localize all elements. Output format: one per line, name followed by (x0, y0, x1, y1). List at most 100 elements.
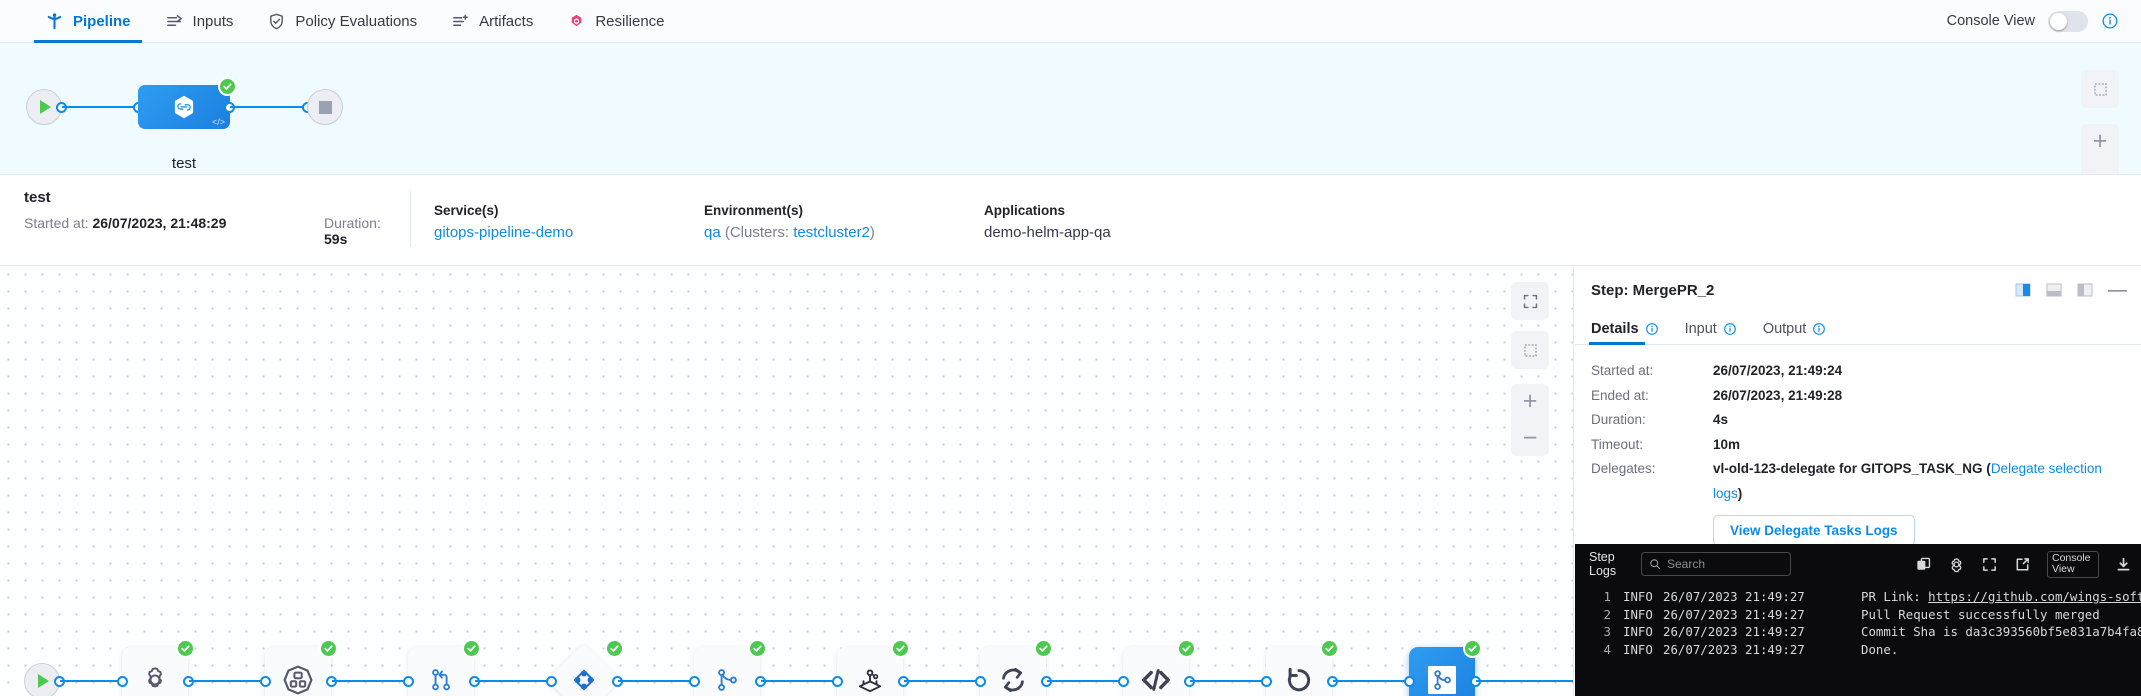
tab-input[interactable]: Input (1685, 321, 1737, 344)
stage-start-node[interactable] (24, 663, 60, 696)
clusters-suffix: ) (869, 224, 875, 241)
info-icon[interactable] (2101, 12, 2119, 30)
tab-output-label: Output (1762, 321, 1807, 337)
zoom-in-button[interactable]: + (2092, 127, 2108, 155)
merge-pr-icon (1428, 666, 1456, 694)
status-badge-success (748, 639, 767, 658)
open-external-icon[interactable] (2014, 556, 2031, 573)
minimize-icon[interactable]: — (2108, 279, 2127, 301)
connector-line (60, 680, 122, 682)
status-badge-success (1177, 639, 1196, 658)
console-view-label: Console View (1946, 13, 2035, 29)
log-line-message: Done. (1861, 641, 1899, 657)
connector-dot (117, 675, 128, 687)
stage-node-test[interactable]: </> (138, 85, 230, 129)
detail-key: Started at: (1591, 363, 1654, 378)
tab-artifacts-label: Artifacts (479, 12, 534, 30)
fit-to-screen-icon (1523, 343, 1537, 357)
panel-bottom-icon[interactable] (2046, 282, 2062, 298)
step-node-mergepr-2[interactable]: </> (1409, 647, 1475, 696)
fit-to-screen-icon (2093, 82, 2107, 96)
environment-head: Environment(s) (704, 203, 804, 218)
artifacts-icon (451, 12, 470, 31)
step-node-merge-pr[interactable]: </> (694, 647, 760, 696)
delegate-selection-logs-link[interactable]: Delegate selection logs (1713, 461, 2102, 501)
cluster-link[interactable]: testcluster2 (793, 224, 870, 241)
zoom-out-button[interactable]: − (1522, 424, 1538, 452)
log-line-level: INFO (1623, 624, 1653, 639)
log-console-view-chip[interactable]: Console View (2047, 550, 2099, 578)
log-link[interactable]: https://github.com/wings-softw (1928, 589, 2141, 604)
environment-link[interactable]: qa (704, 224, 721, 241)
pipeline-end-node[interactable] (307, 89, 343, 125)
zoom-in-button[interactable]: + (1522, 387, 1538, 415)
execution-name: test (24, 189, 51, 206)
step-logs-header: Step Logs (1575, 544, 2141, 584)
detail-row-timeout: Timeout: 10m (1591, 433, 2125, 458)
detail-row-delegates: Delegates: vl-old-123-delegate for GITOP… (1591, 457, 2125, 506)
detail-value: 26/07/2023, 21:49:24 (1713, 363, 1843, 378)
log-search-box[interactable] (1641, 552, 1791, 576)
zoom-out-button[interactable]: − (2093, 166, 2108, 175)
connector-line (230, 106, 307, 108)
stage-label: test (171, 155, 197, 172)
step-node-harness-approval[interactable] (547, 643, 621, 696)
log-search-input[interactable] (1667, 557, 1777, 571)
service-link[interactable]: gitops-pipeline-demo (434, 224, 574, 241)
status-badge-success (891, 639, 910, 658)
tab-pipeline[interactable]: Pipeline (28, 0, 148, 43)
detail-value: 26/07/2023, 21:49:28 (1713, 387, 1843, 403)
panel-right-icon[interactable] (2015, 282, 2031, 298)
step-node-sync[interactable]: </> (980, 647, 1046, 696)
log-line-level: INFO (1623, 589, 1653, 604)
log-line-timestamp: 26/07/2023 21:49:27 (1663, 641, 1805, 657)
tab-resilience[interactable]: Resilience (550, 0, 681, 43)
expand-icon[interactable] (1981, 556, 1998, 573)
tab-inputs[interactable]: Inputs (148, 0, 251, 43)
step-node-revertpr-1[interactable]: </> (1266, 647, 1332, 696)
step-node-gitopsclusters[interactable]: </> (265, 647, 331, 696)
tab-details-label: Details (1591, 321, 1639, 337)
step-node-fetch-linked-apps[interactable]: </> (837, 647, 903, 696)
tab-artifacts[interactable]: Artifacts (434, 0, 550, 43)
step-panel-header: Step: MergePR_2 — (1575, 266, 2141, 314)
console-view-toggle[interactable] (2048, 10, 2088, 32)
step-node-service[interactable]: </> (122, 647, 188, 696)
step-node-shellscript-1[interactable]: </> (1123, 647, 1189, 696)
connector-line (1333, 680, 1410, 682)
tab-policy-evaluations[interactable]: Policy Evaluations (250, 0, 434, 43)
info-icon[interactable] (1723, 322, 1737, 336)
copy-icon[interactable] (1915, 556, 1932, 573)
resilience-icon (567, 12, 586, 31)
tab-details[interactable]: Details (1589, 321, 1659, 345)
status-badge-success (462, 639, 481, 658)
download-icon[interactable] (2115, 556, 2132, 573)
delegates-suffix: ) (1737, 485, 1743, 501)
connector-line (1476, 680, 1573, 682)
log-line: 4 INFO 26/07/2023 21:49:27 Done. (1575, 641, 2141, 659)
connector-dot (975, 675, 986, 687)
log-lines: 1 INFO 26/07/2023 21:49:27 PR Link: http… (1575, 584, 2141, 658)
info-icon[interactable] (1812, 322, 1826, 336)
tab-output[interactable]: Output (1763, 321, 1827, 344)
status-badge-success (218, 77, 237, 96)
connector-line (189, 680, 266, 682)
log-line-number: 1 (1603, 589, 1611, 604)
gear-icon[interactable] (1948, 556, 1965, 573)
canvas-zoom-controls[interactable]: + − (1511, 384, 1549, 456)
update-repo-icon (432, 669, 450, 691)
fetch-apps-icon (858, 669, 882, 693)
overview-fit-button[interactable] (2081, 70, 2119, 108)
connector-dot (546, 675, 557, 687)
log-message-text: PR Link: (1861, 589, 1929, 604)
canvas-fullscreen-button[interactable] (1511, 282, 1549, 320)
canvas-fit-button[interactable] (1511, 331, 1549, 369)
info-icon[interactable] (1645, 322, 1659, 336)
console-view-control: Console View (1946, 10, 2141, 32)
view-delegate-tasks-logs-button[interactable]: View Delegate Tasks Logs (1713, 515, 1915, 546)
stage-graph-canvas[interactable]: </> Service </> GitopsClusters (0, 266, 1574, 696)
overview-zoom-controls[interactable]: + − (2081, 124, 2119, 175)
step-node-update-release-repo[interactable]: </> (408, 647, 474, 696)
panel-left-icon[interactable] (2077, 282, 2093, 298)
tab-inputs-label: Inputs (192, 12, 234, 30)
